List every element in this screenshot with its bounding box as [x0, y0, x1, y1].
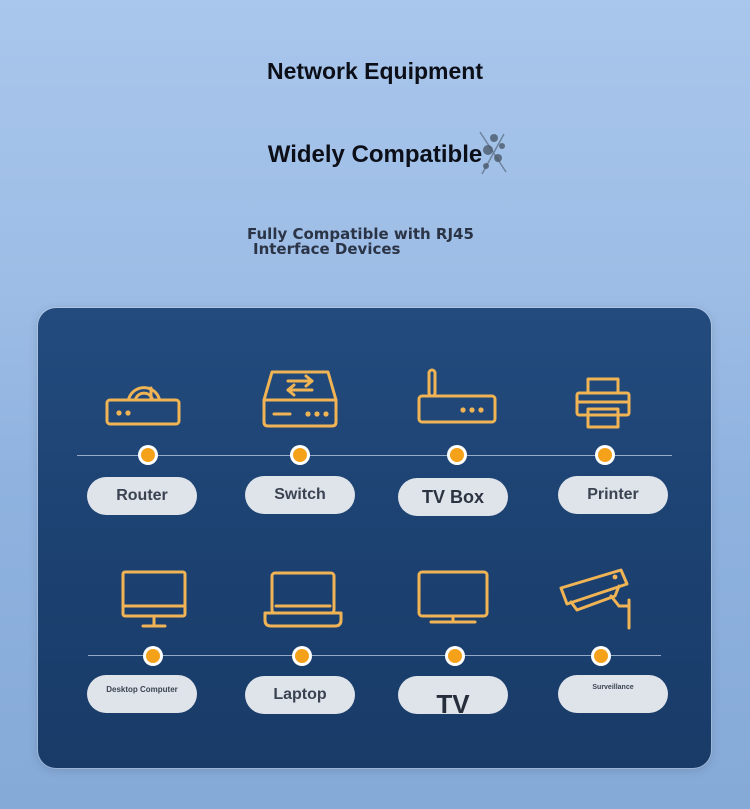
surveillance-camera-icon [557, 566, 637, 632]
decorative-sparkle-icon [479, 131, 507, 175]
device-label-desktop-computer-text: Desktop Computer [106, 685, 178, 694]
device-label-desktop-computer: Desktop Computer [87, 675, 197, 713]
compatibility-description: Fully Compatible with RJ45 Interface Dev… [247, 227, 537, 257]
device-label-surveillance: Surveillance [558, 675, 668, 713]
connector-dot-desktop [146, 649, 160, 663]
device-label-tv-box: TV Box [398, 478, 508, 516]
description-line-2: Interface Devices [253, 240, 401, 258]
desktop-computer-icon [119, 568, 189, 632]
connector-dot-tv-box [450, 448, 464, 462]
page-title: Network Equipment [267, 58, 483, 84]
device-label-router-text: Router [116, 487, 168, 504]
tv-icon [415, 568, 491, 628]
device-label-laptop-text: Laptop [273, 686, 327, 703]
connector-dot-printer [598, 448, 612, 462]
description-line-1: Fully Compatible with RJ45 [247, 225, 474, 243]
device-label-router: Router [87, 477, 197, 515]
device-label-laptop: Laptop [245, 676, 355, 714]
connector-dot-router [141, 448, 155, 462]
connector-dot-tv [448, 649, 462, 663]
connector-line-row-1 [77, 455, 672, 456]
switch-icon [260, 368, 340, 430]
device-label-tv-box-text: TV Box [421, 486, 484, 507]
laptop-icon [262, 570, 344, 630]
device-label-switch-text: Switch [274, 486, 326, 503]
device-label-switch: Switch [245, 476, 355, 514]
printer-icon [574, 376, 632, 430]
device-label-surveillance-text: Surveillance [592, 684, 634, 691]
device-label-printer: Printer [558, 476, 668, 514]
connector-dot-surveillance [594, 649, 608, 663]
device-label-tv-text: TV [436, 689, 470, 714]
connector-line-row-2 [88, 655, 661, 656]
tv-box-icon [415, 368, 499, 430]
router-icon [103, 368, 183, 430]
page-subtitle: Widely Compatible [267, 141, 483, 168]
connector-dot-switch [293, 448, 307, 462]
connector-dot-laptop [295, 649, 309, 663]
device-label-printer-text: Printer [587, 486, 639, 503]
device-panel: Router Switch TV Box Printer [38, 308, 711, 768]
device-label-tv: TV [398, 676, 508, 714]
